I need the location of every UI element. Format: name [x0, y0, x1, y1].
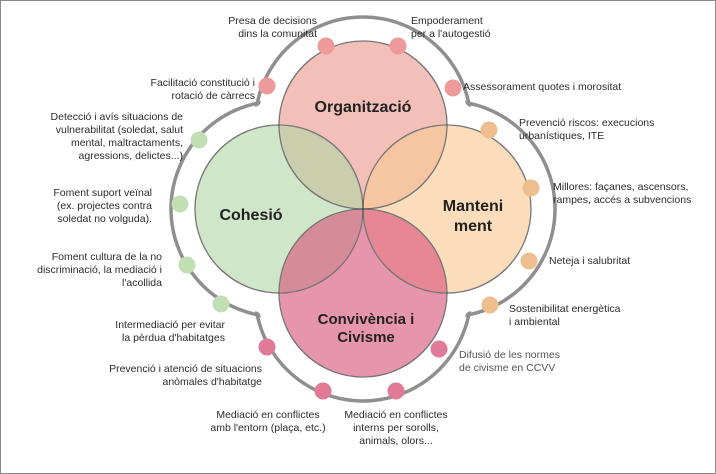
- label-foment-cultura: Foment cultura de la no discriminació, l…: [37, 251, 162, 289]
- label-mediacio-entorn: Mediació en conflictes amb l'entorn (pla…: [210, 409, 326, 434]
- label-mediacio-interns: Mediació en conflictes interns per sorol…: [344, 409, 448, 447]
- connector-dots: [171, 37, 540, 400]
- dot-mediacio-entorn: [314, 382, 332, 400]
- dot-foment-suport: [171, 195, 189, 213]
- label-facilitacio: Facilitació constitució i rotació de càr…: [150, 77, 255, 102]
- label-sostenibilitat: Sostenibilitat energètica i ambiental: [509, 303, 621, 328]
- convivencia-title: Convivència i Civisme: [317, 311, 415, 346]
- dot-mediacio-interns: [387, 382, 405, 400]
- convivencia-circle-border: [278, 208, 448, 378]
- dot-millores: [522, 179, 540, 197]
- dot-facilitacio: [258, 77, 276, 95]
- label-foment-suport: Foment suport veïnal (ex. projectes cont…: [53, 187, 152, 225]
- cohesio-title: Cohesió: [219, 207, 283, 224]
- dot-intermediacio: [212, 295, 230, 313]
- label-millores: Millores: façanes, ascensors, rampes, ac…: [553, 181, 692, 206]
- label-empoderament: Empoderament per a l'autogestió: [411, 15, 491, 40]
- manteniment-title: Manteni ment: [442, 198, 504, 235]
- dot-sostenibilitat: [481, 296, 499, 314]
- dot-assessorament: [444, 79, 462, 97]
- organitzacio-title: Organització: [314, 99, 412, 116]
- label-difusio: Difusió de les normes de civisme en CCVV: [459, 349, 560, 374]
- dot-prevencio-riscos: [480, 121, 498, 139]
- label-assessorament: Assessorament quotes i morositat: [463, 81, 622, 93]
- convivencia-circle: [279, 209, 447, 377]
- venn-circles: [194, 40, 532, 378]
- label-neteja: Neteja i salubritat: [549, 255, 631, 267]
- dot-presa: [317, 37, 335, 55]
- dot-deteccio: [190, 131, 208, 149]
- label-deteccio: Detecció i avís situacions de vulnerabil…: [50, 111, 183, 162]
- dot-atencio-b: [430, 340, 448, 358]
- dot-atencio-a: [258, 338, 276, 356]
- dot-neteja: [520, 252, 538, 270]
- dot-foment-cultura: [178, 256, 196, 274]
- label-prevencio-riscos: Prevenció riscos: execucions urbanístiqu…: [519, 117, 655, 142]
- label-prevencio-atencio: Prevenció i atenció de situacions anòmal…: [109, 363, 262, 388]
- label-presa-decisions: Presa de decisions dins la comunitat: [228, 15, 317, 40]
- dot-empoderament: [389, 37, 407, 55]
- label-intermediacio: Intermediació per evitar la pèrdua d'hab…: [115, 319, 225, 344]
